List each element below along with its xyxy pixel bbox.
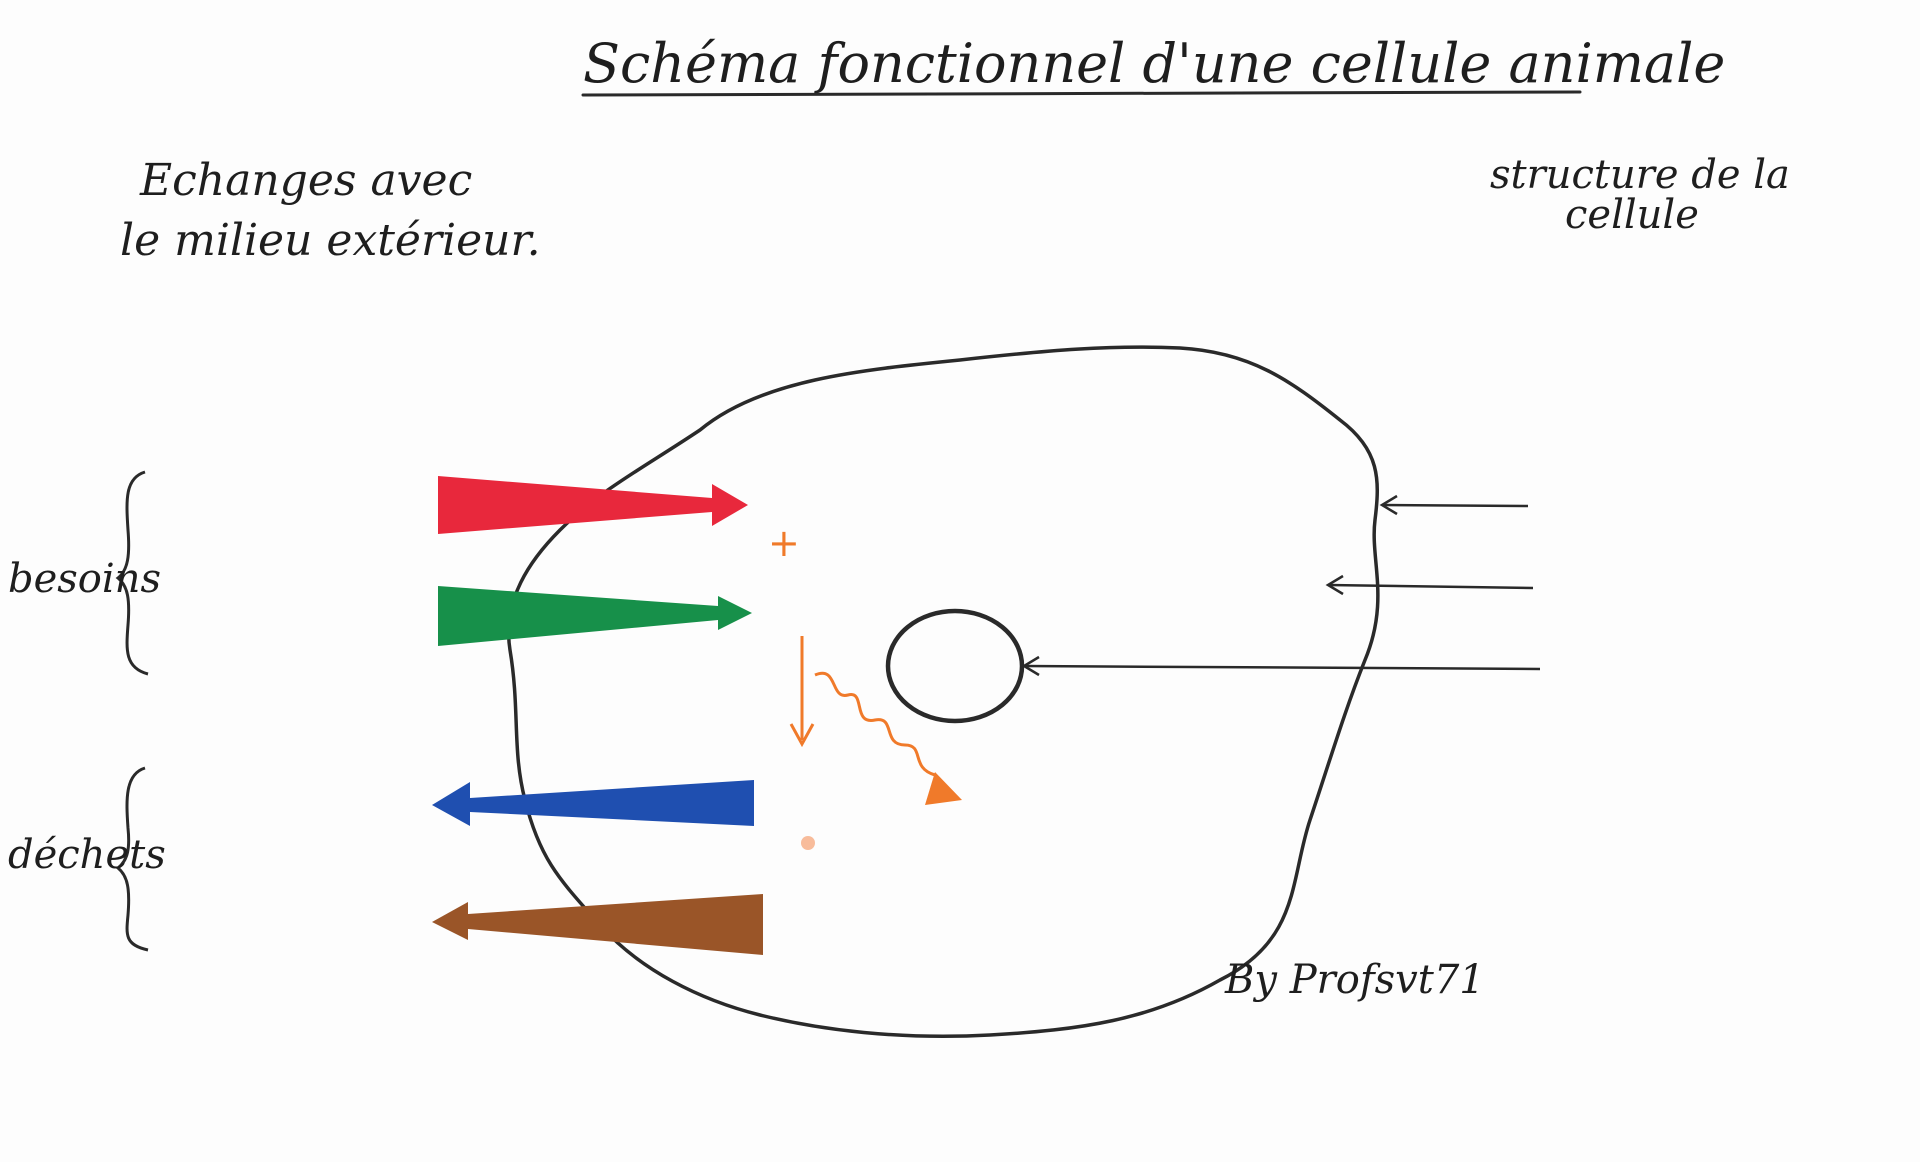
structure-pointer-membrane [1379, 494, 1529, 516]
need-arrow-green [438, 586, 752, 646]
waste-arrow-blue [432, 780, 754, 826]
diagram-title: Schéma fonctionnel d'une cellule animale [583, 32, 1725, 95]
cell-membrane [506, 345, 1380, 1039]
signature: By Profsvt71 [1224, 957, 1485, 1003]
needs-brace [115, 470, 149, 676]
metabolism-wavy-arrow [814, 671, 962, 805]
wastes-brace [115, 766, 149, 952]
need-arrow-red [438, 476, 748, 534]
needs-label: besoins [8, 556, 161, 602]
wastes-label: déchets [8, 832, 166, 878]
waste-arrow-brown [432, 894, 763, 955]
right-heading-line-2: cellule [1565, 192, 1699, 238]
nucleus [885, 608, 1025, 724]
left-heading-line-2: le milieu extérieur. [120, 215, 541, 266]
orange-plus-sign: + [768, 521, 800, 565]
structure-pointer-cytoplasm [1325, 574, 1534, 596]
orange-dot [801, 836, 815, 850]
title-underline [581, 90, 1582, 97]
metabolism-arrow-down [789, 636, 815, 748]
right-heading-line-1: structure de la [1490, 152, 1790, 198]
structure-pointer-nucleus [1021, 655, 1541, 677]
left-heading-line-1: Echanges avec [139, 155, 472, 206]
